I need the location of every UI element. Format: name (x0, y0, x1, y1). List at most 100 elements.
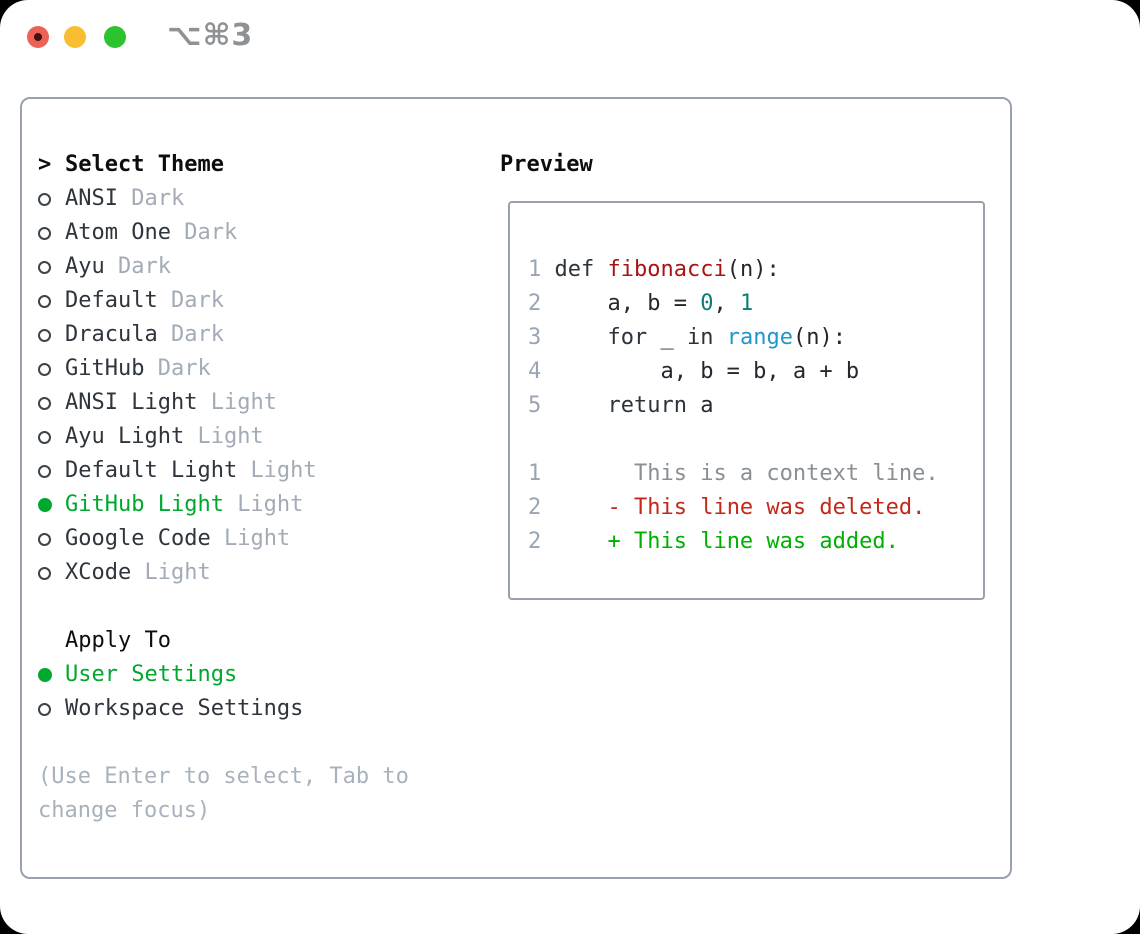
radio-selected-icon (38, 498, 65, 512)
code-segment: for (607, 325, 648, 350)
code-segment: a, b = b, a + b (554, 359, 860, 384)
theme-name: ANSI Light (65, 390, 211, 415)
apply-option-user-settings[interactable]: User Settings (38, 658, 488, 692)
theme-option-github-light[interactable]: GitHub Light Light (38, 488, 488, 522)
code-line: 2 + This line was added. (528, 525, 983, 559)
code-segment: + This line was added. (607, 529, 899, 554)
code-segment: a (686, 393, 714, 418)
titlebar: ⌥⌘3 (0, 0, 1140, 97)
theme-variant: Dark (170, 322, 224, 347)
theme-option-ayu[interactable]: Ayu Dark (38, 250, 488, 284)
apply-option-workspace-settings[interactable]: Workspace Settings (38, 692, 488, 726)
code-line: 1 This is a context line. (528, 457, 983, 491)
theme-variant: Dark (184, 220, 238, 245)
radio-icon (38, 464, 65, 478)
code-segment: a, b = (554, 291, 701, 316)
minimize-button[interactable] (64, 26, 86, 48)
theme-name: XCode (65, 560, 145, 585)
theme-variant: Light (223, 526, 291, 551)
code-segment: , (713, 291, 740, 316)
radio-icon (38, 294, 65, 308)
theme-name: Atom One (65, 220, 185, 245)
radio-icon (38, 226, 65, 240)
theme-variant: Light (144, 560, 211, 585)
line-number: 3 (528, 325, 555, 350)
theme-variant: Dark (131, 186, 185, 211)
theme-list-header: > Select Theme (38, 148, 488, 182)
radio-icon (38, 396, 65, 410)
code-segment: (n): (792, 325, 846, 350)
close-button[interactable] (27, 26, 49, 48)
code-line: 2 a, b = 0, 1 (528, 287, 983, 321)
code-segment: _ (647, 325, 687, 350)
line-number: 2 (528, 291, 555, 316)
radio-icon (38, 702, 65, 716)
theme-name: Default (65, 288, 171, 313)
code-segment: range (726, 325, 793, 350)
preview-title: Preview (500, 152, 593, 177)
radio-icon (38, 362, 65, 376)
radio-icon (38, 260, 65, 274)
theme-option-google-code[interactable]: Google Code Light (38, 522, 488, 556)
theme-name: Ayu (65, 254, 118, 279)
code-segment (555, 325, 608, 350)
line-number: 2 (528, 495, 555, 520)
code-segment: def (554, 257, 608, 282)
hint-text-line-2: change focus) (38, 798, 211, 823)
theme-variant: Light (210, 390, 277, 415)
theme-variant: Light (250, 458, 317, 483)
theme-option-ayu-light[interactable]: Ayu Light Light (38, 420, 488, 454)
radio-selected-icon (38, 668, 65, 682)
theme-name: Dracula (65, 322, 171, 347)
code-segment: fibonacci (607, 257, 727, 282)
unsaved-dot-icon (34, 33, 42, 41)
theme-option-default[interactable]: Default Dark (38, 284, 488, 318)
theme-name: GitHub (65, 356, 158, 381)
theme-variant: Light (197, 424, 264, 449)
theme-variant: Dark (170, 288, 224, 313)
select-theme-title: Select Theme (65, 152, 224, 177)
theme-option-github[interactable]: GitHub Dark (38, 352, 488, 386)
theme-name: Google Code (65, 526, 224, 551)
code-segment: - This line was deleted. (607, 495, 926, 520)
apply-option-label: User Settings (65, 662, 238, 687)
radio-icon (38, 566, 65, 580)
theme-option-ansi-light[interactable]: ANSI Light Light (38, 386, 488, 420)
theme-variant: Dark (157, 356, 211, 381)
code-segment: (n): (726, 257, 780, 282)
code-segment: in (686, 325, 714, 350)
spacer-row (38, 590, 488, 624)
theme-option-dracula[interactable]: Dracula Dark (38, 318, 488, 352)
apply-option-label: Workspace Settings (65, 696, 304, 721)
theme-option-ansi[interactable]: ANSI Dark (38, 182, 488, 216)
code-line (528, 423, 983, 457)
code-segment (555, 495, 608, 520)
code-segment: This is a context line. (554, 461, 939, 486)
radio-icon (38, 192, 65, 206)
line-number: 4 (528, 359, 555, 384)
keyboard-shortcut-label: ⌥⌘3 (167, 18, 254, 53)
apply-to-header: Apply To (38, 624, 488, 658)
radio-icon (38, 430, 65, 444)
radio-icon (38, 328, 65, 342)
code-line: 3 for _ in range(n): (528, 321, 983, 355)
code-line: 1 def fibonacci(n): (528, 253, 983, 287)
zoom-button[interactable] (104, 26, 126, 48)
line-number: 2 (528, 529, 555, 554)
spacer-row (38, 726, 488, 760)
selection-cursor: > (38, 152, 52, 177)
theme-option-xcode[interactable]: XCode Light (38, 556, 488, 590)
apply-to-title: Apply To (65, 628, 171, 653)
line-number: 1 (528, 257, 555, 282)
code-line: 2 - This line was deleted. (528, 491, 983, 525)
theme-option-default-light[interactable]: Default Light Light (38, 454, 488, 488)
theme-name: Default Light (65, 458, 251, 483)
theme-variant: Light (237, 492, 304, 517)
theme-option-atom-one[interactable]: Atom One Dark (38, 216, 488, 250)
